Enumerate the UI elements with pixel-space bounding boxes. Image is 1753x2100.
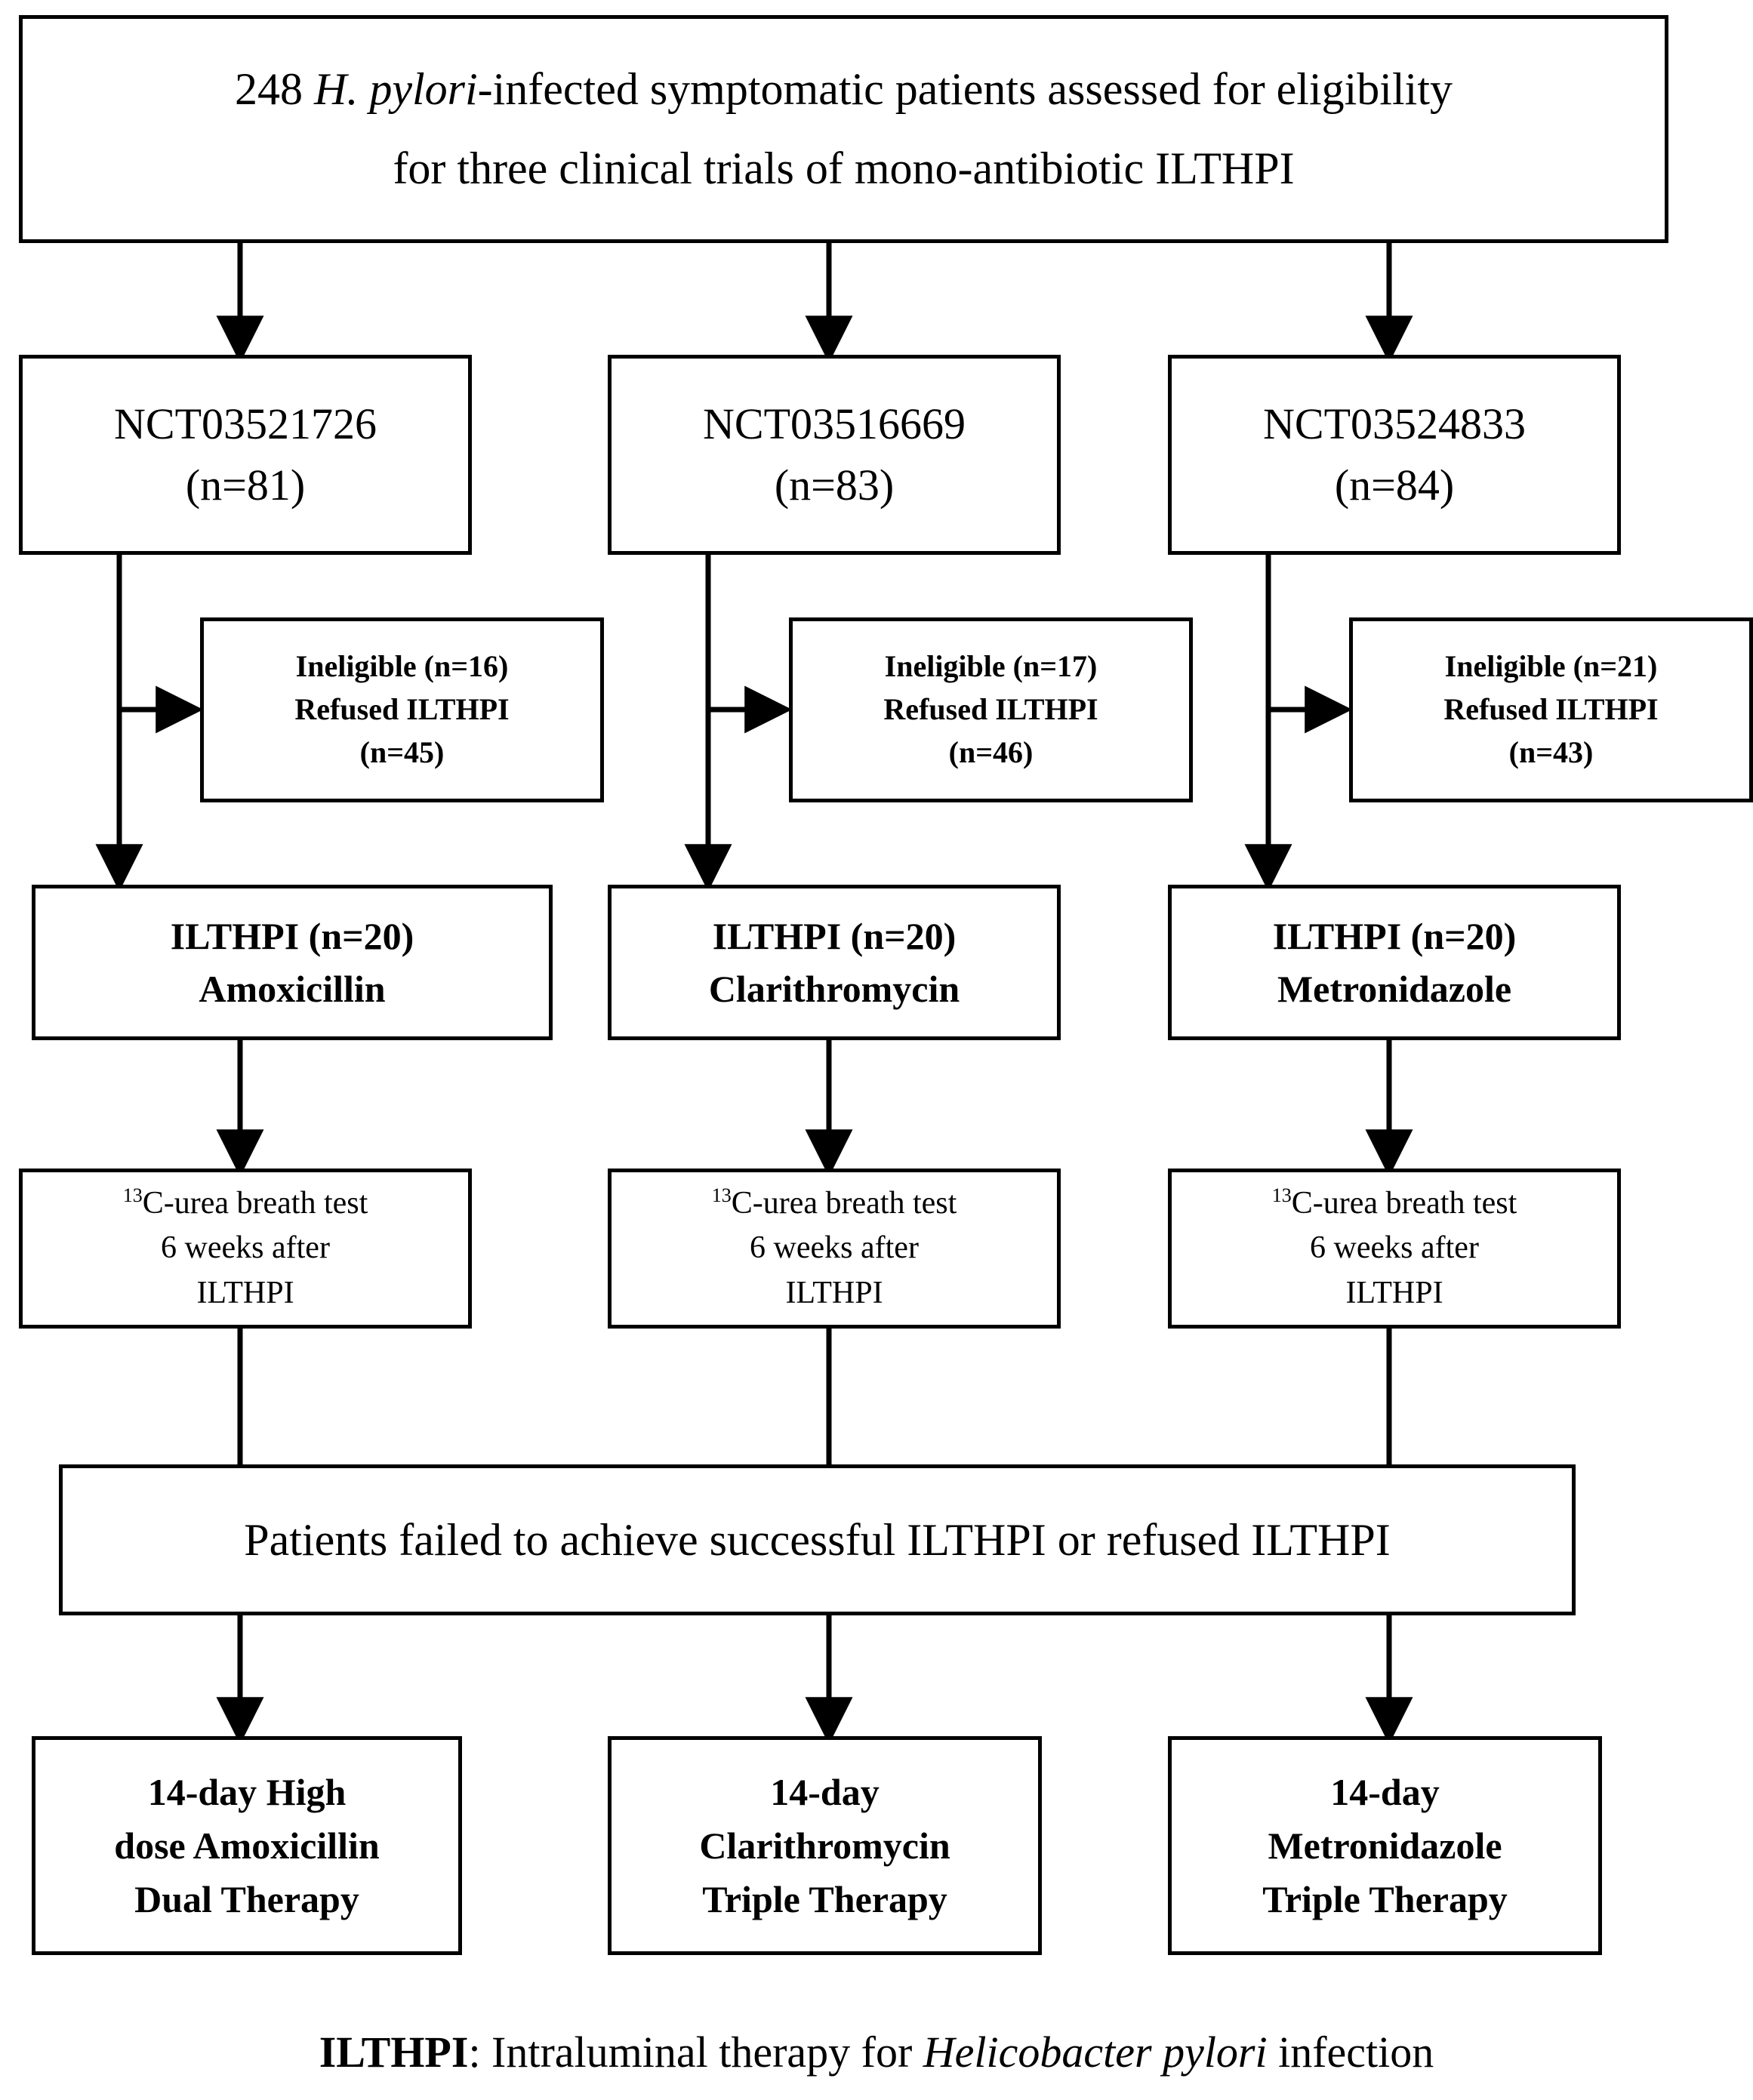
node-exclusion-1: Ineligible (n=16) Refused ILTHPI (n=45): [200, 617, 604, 802]
followup-1-test: 13C-urea breath test: [122, 1184, 368, 1221]
intervention-2-drug: Clarithromycin: [708, 968, 960, 1010]
abbreviation-footnote: ILTHPI: Intraluminal therapy for Helicob…: [0, 2026, 1753, 2079]
footnote-suffix: infection: [1267, 2028, 1434, 2077]
footnote-species-name: Helicobacter pylori: [923, 2028, 1268, 2077]
trial-3-id: NCT03524833: [1263, 399, 1526, 449]
intervention-2-label: ILTHPI (n=20): [712, 915, 957, 957]
eligibility-header-line-2: for three clinical trials of mono-antibi…: [393, 143, 1295, 193]
rescue-1-line-1: 14-day High: [147, 1770, 347, 1813]
followup-2-timing: 6 weeks after: [750, 1230, 919, 1266]
node-intervention-metronidazole: ILTHPI (n=20) Metronidazole: [1168, 885, 1621, 1040]
exclusion-2-refused: Refused ILTHPI: [883, 692, 1098, 727]
rescue-2-line-3: Triple Therapy: [702, 1877, 947, 1920]
node-followup-breath-test-2: 13C-urea breath test 6 weeks after ILTHP…: [608, 1169, 1061, 1329]
footnote-abbreviation: ILTHPI: [319, 2028, 469, 2077]
followup-2-reference: ILTHPI: [785, 1275, 883, 1310]
trial-2-count: (n=83): [774, 460, 895, 510]
rescue-2-line-2: Clarithromycin: [699, 1824, 950, 1867]
rescue-1-line-3: Dual Therapy: [134, 1877, 359, 1920]
node-rescue-clarithromycin-triple: 14-day Clarithromycin Triple Therapy: [608, 1736, 1042, 1955]
intervention-1-drug: Amoxicillin: [199, 968, 386, 1010]
node-rescue-metronidazole-triple: 14-day Metronidazole Triple Therapy: [1168, 1736, 1602, 1955]
node-rescue-amoxicillin-dual: 14-day High dose Amoxicillin Dual Therap…: [32, 1736, 462, 1955]
node-followup-breath-test-3: 13C-urea breath test 6 weeks after ILTHP…: [1168, 1169, 1621, 1329]
intervention-3-drug: Metronidazole: [1277, 968, 1512, 1010]
followup-2-test: 13C-urea breath test: [711, 1184, 957, 1221]
followup-3-reference: ILTHPI: [1345, 1275, 1443, 1310]
followup-1-timing: 6 weeks after: [161, 1230, 330, 1266]
trial-1-id: NCT03521726: [114, 399, 377, 449]
intervention-3-label: ILTHPI (n=20): [1272, 915, 1517, 957]
exclusion-1-refused: Refused ILTHPI: [294, 692, 510, 727]
node-intervention-amoxicillin: ILTHPI (n=20) Amoxicillin: [32, 885, 553, 1040]
rescue-3-line-1: 14-day: [1330, 1770, 1440, 1813]
rescue-1-line-2: dose Amoxicillin: [114, 1824, 380, 1867]
exclusion-3-ineligible: Ineligible (n=21): [1444, 649, 1658, 684]
followup-3-timing: 6 weeks after: [1310, 1230, 1479, 1266]
node-eligibility-header: 248 H. pylori-infected symptomatic patie…: [19, 15, 1668, 243]
node-intervention-clarithromycin: ILTHPI (n=20) Clarithromycin: [608, 885, 1061, 1040]
treatment-failure-label: Patients failed to achieve successful IL…: [244, 1515, 1391, 1565]
trial-3-count: (n=84): [1334, 460, 1455, 510]
node-trial-nct03521726: NCT03521726 (n=81): [19, 355, 472, 555]
exclusion-1-ineligible: Ineligible (n=16): [295, 649, 509, 684]
exclusion-2-refused-count: (n=46): [948, 734, 1034, 769]
trial-2-id: NCT03516669: [703, 399, 966, 449]
footnote-prefix: : Intraluminal therapy for: [468, 2028, 923, 2077]
exclusion-3-refused-count: (n=43): [1508, 734, 1594, 769]
followup-3-test: 13C-urea breath test: [1271, 1184, 1517, 1221]
eligibility-header-line-1: 248 H. pylori-infected symptomatic patie…: [234, 64, 1453, 114]
node-treatment-failure: Patients failed to achieve successful IL…: [59, 1464, 1576, 1615]
exclusion-3-refused: Refused ILTHPI: [1443, 692, 1659, 727]
node-exclusion-2: Ineligible (n=17) Refused ILTHPI (n=46): [789, 617, 1193, 802]
node-followup-breath-test-1: 13C-urea breath test 6 weeks after ILTHP…: [19, 1169, 472, 1329]
node-exclusion-3: Ineligible (n=21) Refused ILTHPI (n=43): [1349, 617, 1753, 802]
rescue-3-line-3: Triple Therapy: [1262, 1877, 1508, 1920]
rescue-2-line-1: 14-day: [770, 1770, 880, 1813]
exclusion-1-refused-count: (n=45): [359, 734, 445, 769]
rescue-3-line-2: Metronidazole: [1268, 1824, 1502, 1867]
node-trial-nct03524833: NCT03524833 (n=84): [1168, 355, 1621, 555]
followup-1-reference: ILTHPI: [196, 1275, 294, 1310]
trial-1-count: (n=81): [185, 460, 306, 510]
exclusion-2-ineligible: Ineligible (n=17): [884, 649, 1098, 684]
intervention-1-label: ILTHPI (n=20): [170, 915, 414, 957]
node-trial-nct03516669: NCT03516669 (n=83): [608, 355, 1061, 555]
